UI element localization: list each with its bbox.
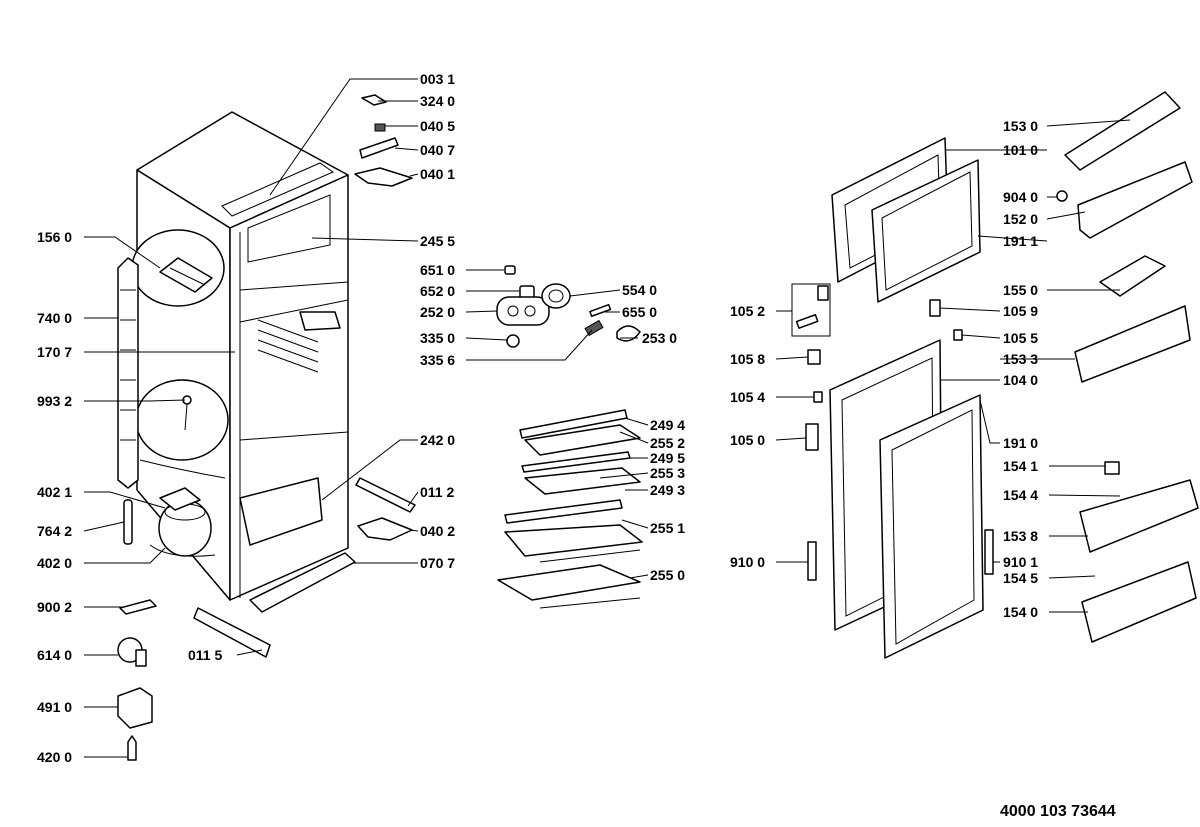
label-910-0: 910 0	[730, 554, 765, 570]
label-249-5: 249 5	[650, 450, 685, 466]
control-panel-parts	[496, 265, 641, 348]
label-154-4: 154 4	[1003, 487, 1038, 503]
label-040-1: 040 1	[420, 166, 455, 182]
label-242-0: 242 0	[420, 432, 455, 448]
label-491-0: 491 0	[37, 699, 72, 715]
label-154-5: 154 5	[1003, 570, 1038, 586]
label-255-3: 255 3	[650, 465, 685, 481]
label-910-1: 910 1	[1003, 554, 1038, 570]
detail-callout-thermostat	[135, 379, 229, 461]
label-191-0: 191 0	[1003, 435, 1038, 451]
label-155-0: 155 0	[1003, 282, 1038, 298]
bottom-rail-and-hinge	[193, 477, 416, 658]
label-104-0: 104 0	[1003, 372, 1038, 388]
label-105-4: 105 4	[730, 389, 765, 405]
shelf-stack-upper	[519, 409, 641, 495]
label-252-0: 252 0	[420, 304, 455, 320]
fridge-door-gasket	[879, 394, 984, 659]
condenser-coil	[117, 257, 139, 489]
compressor	[149, 487, 216, 557]
label-105-9: 105 9	[1003, 303, 1038, 319]
label-255-0: 255 0	[650, 567, 685, 583]
label-335-6: 335 6	[420, 352, 455, 368]
label-420-0: 420 0	[37, 749, 72, 765]
label-040-5: 040 5	[420, 118, 455, 134]
label-324-0: 324 0	[420, 93, 455, 109]
label-740-0: 740 0	[37, 310, 72, 326]
label-652-0: 652 0	[420, 283, 455, 299]
part-labels: 003 1 324 0 040 5 040 7 040 1 245 5 651 …	[37, 71, 1038, 765]
label-011-5: 011 5	[188, 647, 222, 663]
label-003-1: 003 1	[420, 71, 455, 87]
label-249-4: 249 4	[650, 417, 685, 433]
label-402-0: 402 0	[37, 555, 72, 571]
label-154-1: 154 1	[1003, 458, 1038, 474]
document-number: 4000 103 73644	[1000, 803, 1116, 820]
label-152-0: 152 0	[1003, 211, 1038, 227]
freezer-door-gasket	[871, 159, 981, 303]
door-bins	[1056, 91, 1199, 643]
label-655-0: 655 0	[622, 304, 657, 320]
leader-lines	[83, 78, 1131, 758]
label-154-0: 154 0	[1003, 604, 1038, 620]
label-153-0: 153 0	[1003, 118, 1038, 134]
bottom-loose-parts	[117, 599, 157, 761]
label-249-3: 249 3	[650, 482, 685, 498]
label-253-0: 253 0	[642, 330, 677, 346]
label-105-0: 105 0	[730, 432, 765, 448]
label-105-8: 105 8	[730, 351, 765, 367]
label-554-0: 554 0	[622, 282, 657, 298]
label-105-2: 105 2	[730, 303, 765, 319]
label-070-7: 070 7	[420, 555, 455, 571]
label-040-7: 040 7	[420, 142, 455, 158]
shelf-stack-lower	[497, 499, 643, 609]
label-255-1: 255 1	[650, 520, 685, 536]
label-153-8: 153 8	[1003, 528, 1038, 544]
label-191-1: 191 1	[1003, 233, 1038, 249]
label-651-0: 651 0	[420, 262, 455, 278]
label-040-2: 040 2	[420, 523, 455, 539]
label-156-0: 156 0	[37, 229, 72, 245]
label-614-0: 614 0	[37, 647, 72, 663]
label-245-5: 245 5	[420, 233, 455, 249]
label-402-1: 402 1	[37, 484, 72, 500]
label-011-2: 011 2	[420, 484, 454, 500]
label-105-5: 105 5	[1003, 330, 1038, 346]
label-101-0: 101 0	[1003, 142, 1038, 158]
label-764-2: 764 2	[37, 523, 72, 539]
detail-callout-icetray	[131, 229, 225, 307]
label-255-2: 255 2	[650, 435, 685, 451]
label-170-7: 170 7	[37, 344, 72, 360]
label-993-2: 993 2	[37, 393, 72, 409]
label-335-0: 335 0	[420, 330, 455, 346]
top-hinge-parts	[354, 94, 413, 187]
label-153-3: 153 3	[1003, 351, 1038, 367]
filter-dryer	[123, 499, 133, 545]
label-900-2: 900 2	[37, 599, 72, 615]
label-904-0: 904 0	[1003, 189, 1038, 205]
door-hinge-parts	[795, 285, 994, 581]
